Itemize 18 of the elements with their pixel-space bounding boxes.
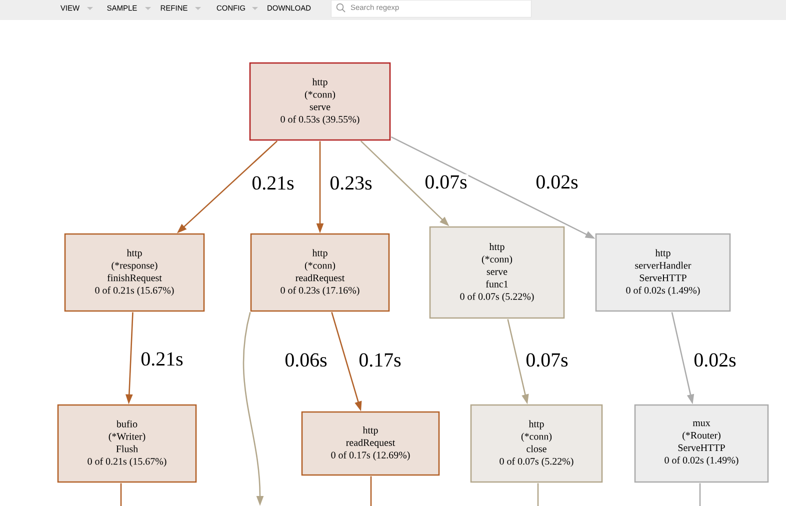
edge-label: 0.07s <box>526 353 568 367</box>
edge-label: 0.06s <box>285 353 327 367</box>
function-box: http (*conn) close 0 of 0.07s (5.22%) <box>470 404 603 483</box>
edge-label: 0.23s <box>330 176 372 190</box>
function-box: http readRequest 0 of 0.17s (12.69%) <box>301 411 440 476</box>
function-box: mux (*Router) ServeHTTP 0 of 0.02s (1.49%) <box>634 404 769 483</box>
function-box: bufio (*Writer) Flush 0 of 0.21s (15.67%) <box>57 404 197 483</box>
edge-label: 0.02s <box>536 175 578 189</box>
edge-label: 0.17s <box>359 353 401 367</box>
edge-label: 0.02s <box>694 353 736 367</box>
function-box: http (*conn) serve func1 0 of 0.07s (5.22%) <box>429 226 565 319</box>
function-box: http (*conn) readRequest 0 of 0.23s (17.16%) <box>250 233 390 312</box>
edge-label: 0.21s <box>252 176 294 190</box>
function-box: http (*conn) serve 0 of 0.53s (39.55%) <box>249 62 391 141</box>
function-box: http serverHandler ServeHTTP 0 of 0.02s (1.49%) <box>595 233 731 312</box>
edge-label: 0.21s <box>141 352 183 366</box>
function-box: http (*response) finishRequest 0 of 0.21s (15.67%) <box>64 233 205 312</box>
edge-label: 0.07s <box>425 175 467 189</box>
